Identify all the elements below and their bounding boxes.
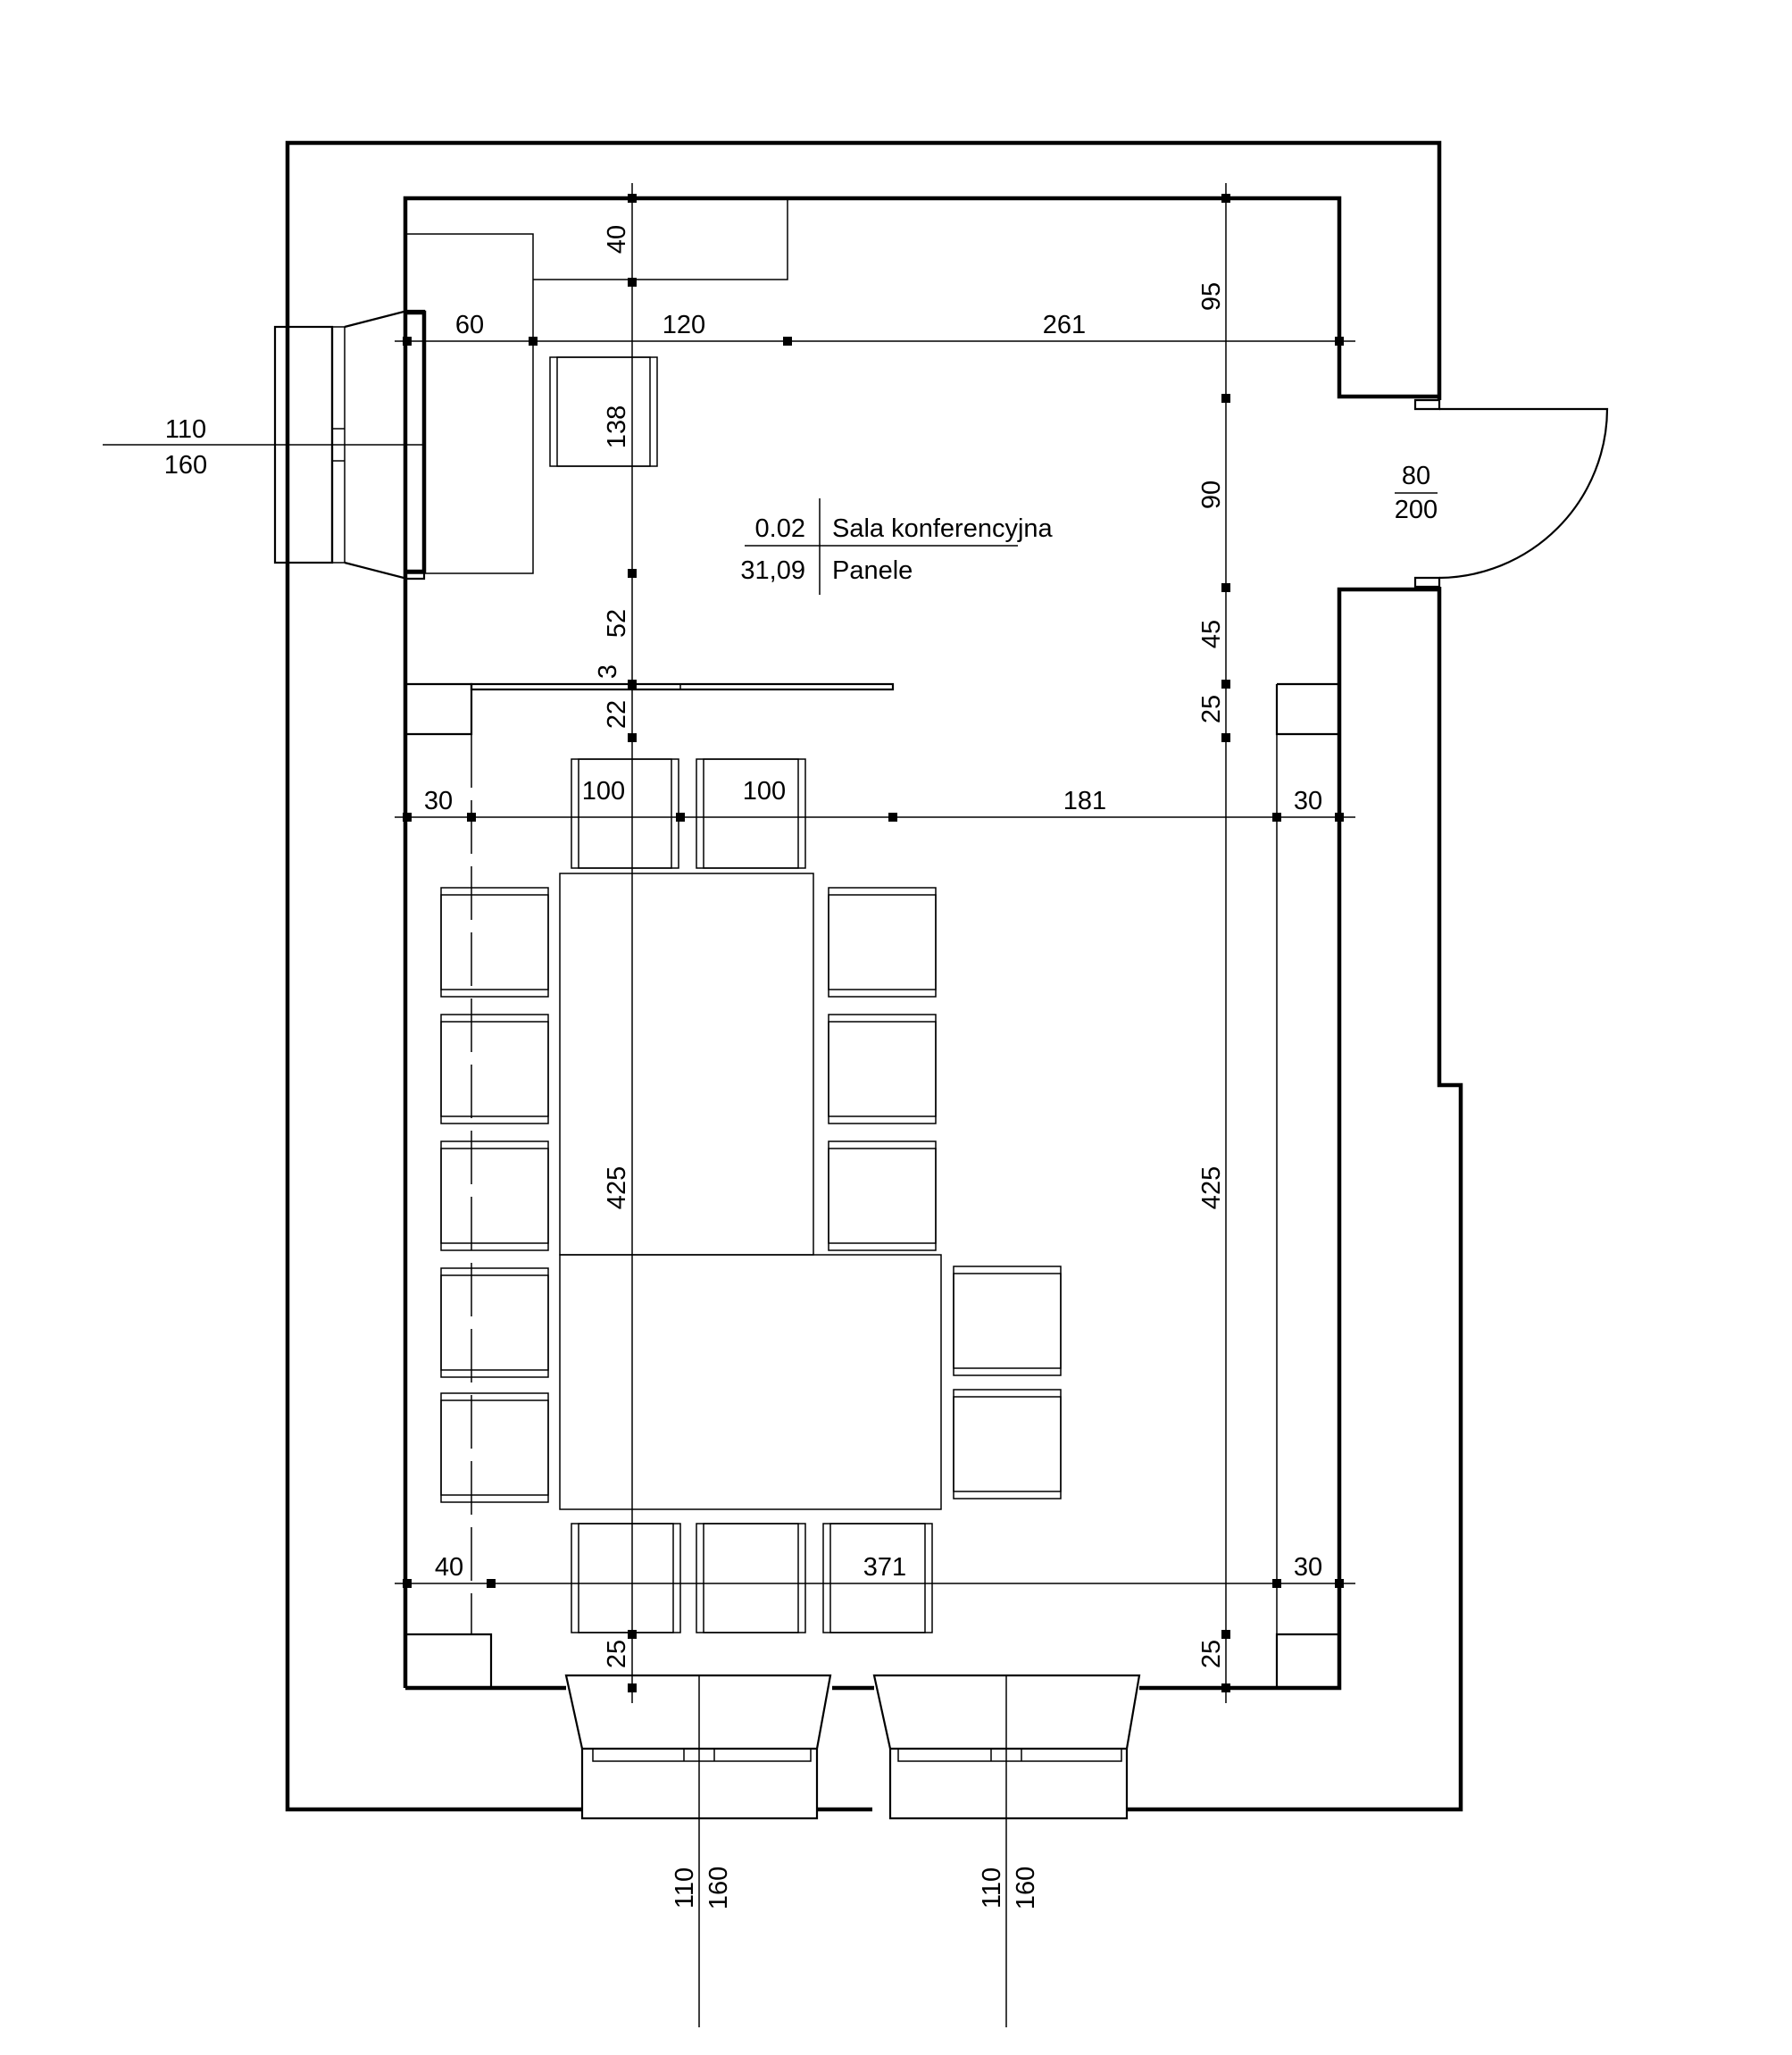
dim-left-22: 22 [603,700,631,729]
room-name: Sala konferencyjna [832,514,1054,543]
dim-right-425: 425 [1197,1166,1226,1209]
dimension-tick [1335,337,1344,346]
dim-right-90: 90 [1197,480,1226,509]
dimension-tick [1221,1630,1230,1639]
chair [571,758,679,869]
dimension-tick [1272,813,1281,822]
door-right [1395,398,1609,589]
door-width: 80 [1402,462,1430,490]
chair [953,1389,1062,1499]
window-left [103,309,426,581]
door-height: 200 [1395,496,1438,524]
dim-left-52: 52 [603,609,631,638]
dim-mid-181: 181 [1063,787,1106,815]
dim-bot-40: 40 [435,1553,463,1582]
dim-right-95: 95 [1197,282,1226,311]
dim-right-25-bottom: 25 [1197,1640,1226,1668]
chair [440,1392,549,1503]
dim-right-25-top: 25 [1197,695,1226,723]
dimension-tick [628,194,637,203]
dim-top-60: 60 [455,311,484,339]
chair [440,887,549,998]
window-bottom-2-height: 160 [1012,1867,1040,1909]
dimension-tick [888,813,897,822]
dimension-tick [1221,733,1230,742]
chair [440,1140,549,1251]
dimension-tick [467,813,476,822]
inner-wall-left-jamb-top [405,310,427,574]
dimension-tick [628,569,637,578]
dim-top-261: 261 [1043,311,1086,339]
dimension-tick [1221,194,1230,203]
window-bottom-1 [564,1674,832,2027]
chair [822,1523,933,1633]
dimension-tick [628,733,637,742]
dimension-texts: 60 120 261 30 100 100 181 30 40 371 30 4… [424,225,1322,1668]
window-bottom-1-height: 160 [704,1867,733,1909]
dim-mid-100-b: 100 [743,777,786,806]
chair [828,1014,937,1124]
outer-wall [285,140,1463,1812]
inner-wall [403,196,1439,1691]
window-left-width: 110 [165,415,206,444]
window-bottom-2-width: 110 [978,1867,1006,1909]
dimension-tick [403,813,412,822]
chair [828,1140,937,1251]
window-bottom-2 [872,1674,1141,2027]
dimension-tick [1335,813,1344,822]
dimension-tick [1335,1579,1344,1588]
dim-left-3: 3 [594,664,622,679]
dimension-tick [403,337,412,346]
dimension-tick [676,813,685,822]
furniture [405,198,942,1510]
partition [405,682,1339,1688]
dimension-tick [1221,680,1230,689]
chair [571,1523,681,1633]
dim-left-138: 138 [603,405,631,448]
dimension-tick [529,337,538,346]
dimension-lines [395,183,1355,1703]
room-floor: Panele [832,556,913,585]
dimension-tick [628,1630,637,1639]
dim-left-25: 25 [603,1640,631,1668]
dimension-tick [783,337,792,346]
room-number: 0.02 [755,514,805,543]
chair [828,887,937,998]
dimension-tick [1221,1683,1230,1692]
dimension-tick [1221,394,1230,403]
dim-mid-30-left: 30 [424,787,453,815]
chair [696,1523,806,1633]
window-left-height: 160 [164,451,207,480]
dimension-tick [628,680,637,689]
room-label: 0.02 Sala konferencyjna 31,09 Panele [740,498,1054,595]
chair [440,1267,549,1378]
chair [440,1014,549,1124]
dimension-tick [628,1683,637,1692]
dim-top-120: 120 [663,311,705,339]
dimension-tick [403,1579,412,1588]
dimension-tick [628,278,637,287]
dim-right-45: 45 [1197,620,1226,648]
chair [953,1266,1062,1376]
dim-mid-30-right: 30 [1294,787,1322,815]
dimension-tick [1272,1579,1281,1588]
dimension-tick [1221,583,1230,592]
room-area: 31,09 [740,556,805,585]
dim-left-40: 40 [603,225,631,254]
dim-bot-30: 30 [1294,1553,1322,1582]
dim-left-425: 425 [603,1166,631,1209]
chairs [440,758,1062,1633]
chair [696,758,806,869]
window-bottom-1-width: 110 [671,1867,699,1909]
dimension-tick [487,1579,496,1588]
dimension-ticks [403,194,1344,1692]
dim-mid-100-a: 100 [582,777,625,806]
dim-bot-371: 371 [863,1553,906,1582]
